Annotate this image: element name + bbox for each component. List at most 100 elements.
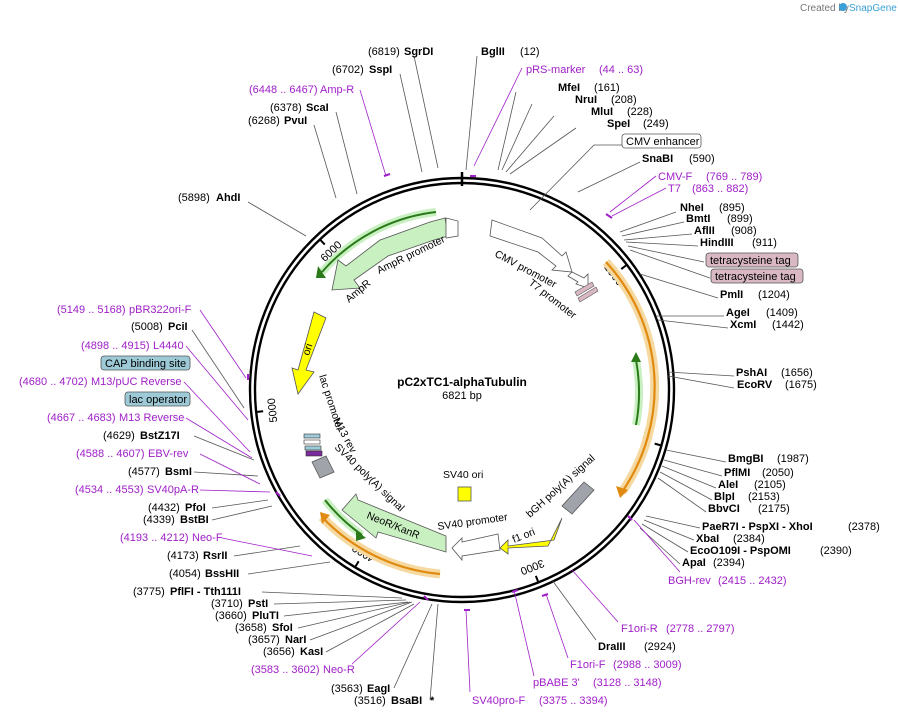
site-bsabi[interactable]: (3516)BsaBI*	[354, 695, 435, 707]
tetracysteine-tag-marker-1[interactable]	[574, 281, 595, 297]
boxed-feature-labels: CMV enhancer tetracysteine tag tetracyst…	[100, 133, 804, 407]
primer-cmv-f[interactable]: CMV-F(769 .. 789)	[658, 171, 762, 183]
sv40-polya-feature[interactable]	[311, 455, 335, 479]
site-kasi[interactable]: (3656)KasI	[263, 646, 323, 658]
site-paer7i[interactable]: PaeR7I - PspXI - XhoI(2378)	[702, 521, 880, 533]
primer-name: SV40pA-R	[147, 484, 199, 496]
site-pos: (3657)	[248, 634, 280, 646]
site-mfei[interactable]: MfeI(161)	[558, 82, 620, 94]
site-bsmi[interactable]: (4577)BsmI	[128, 466, 192, 478]
ori-feature-arrow[interactable]	[291, 311, 327, 395]
site-name: PstI	[248, 598, 268, 610]
feature-box-tetracysteine-tag-2[interactable]: tetracysteine tag	[710, 268, 804, 284]
site-pflmi[interactable]: PflMI(2050)	[724, 467, 794, 479]
tetracysteine-tag-marker-2[interactable]	[577, 286, 599, 303]
site-nari[interactable]: (3657) NarI	[248, 634, 306, 646]
site-nhei[interactable]: NheI(895)	[680, 202, 745, 214]
site-name: ApaI	[682, 557, 706, 569]
primer-pbr322ori-f[interactable]: (5149 .. 5168)pBR322ori-F	[57, 304, 192, 316]
site-spei[interactable]: SpeI(249)	[607, 118, 669, 130]
site-bstbi[interactable]: (4339)BstBI	[143, 514, 209, 526]
cmv-promoter-arrow[interactable]	[489, 219, 573, 273]
site-name: PshAI	[736, 367, 767, 379]
site-name: KasI	[300, 646, 323, 658]
site-bglii[interactable]: BglII(12)	[481, 46, 540, 58]
sv40-promoter-label: SV40 promoter	[437, 511, 509, 533]
bgh-polya-feature[interactable]	[561, 481, 595, 515]
site-rsrii[interactable]: (4173)RsrII	[167, 550, 227, 562]
sv40-ori-feature[interactable]	[457, 486, 472, 502]
neor-kanr-feature-arrow[interactable]	[341, 493, 447, 553]
site-ecorv[interactable]: EcoRV(1675)	[737, 379, 817, 391]
feature-box-cmv-enhancer[interactable]: CMV enhancer	[621, 133, 702, 149]
site-ahdi[interactable]: (5898)AhdI	[178, 192, 240, 204]
orf-arc-bottom-head	[320, 512, 330, 524]
primer-sv40pa-r[interactable]: (4534 .. 4553)SV40pA-R	[75, 484, 199, 496]
feature-box-lac-operator[interactable]: lac operator	[124, 391, 191, 407]
site-bmgbi[interactable]: BmgBI(1987)	[728, 453, 809, 465]
site-pos: (5008)	[131, 321, 163, 333]
site-pvui[interactable]: (6268)PvuI	[248, 115, 307, 127]
site-hindiii[interactable]: HindIII(911)	[700, 237, 777, 249]
site-snabi[interactable]: SnaBI(590)	[642, 153, 715, 165]
site-scai[interactable]: (6378)ScaI	[270, 102, 329, 114]
ampr-feature-arrow[interactable]	[331, 217, 449, 291]
site-psti[interactable]: (3710)PstI	[211, 598, 268, 610]
site-pflfi[interactable]: (3775)PflFI - Tth111I	[133, 586, 241, 598]
site-name: RsrII	[203, 550, 227, 562]
primer-f1ori-r[interactable]: F1ori-R(2778 .. 2797)	[621, 623, 735, 635]
site-pos: (1987)	[777, 453, 809, 465]
primer-ebv-rev[interactable]: (4588 .. 4607)EBV-rev	[76, 448, 189, 460]
primer-sv40pro-f[interactable]: SV40pro-F(3375 .. 3394)	[472, 695, 608, 707]
primer-range: (4667 .. 4683)	[47, 412, 116, 424]
primer-neo-r[interactable]: (3583 .. 3602)Neo-R	[251, 664, 355, 676]
site-name: BglII	[481, 46, 505, 58]
site-bstz17i[interactable]: (4629)BstZ17I	[103, 430, 180, 442]
primer-neo-f[interactable]: (4193 .. 4212)Neo-F	[120, 532, 223, 544]
primer-l4440[interactable]: (4898 .. 4915)L4440	[81, 340, 184, 352]
site-pluti[interactable]: (3660)PluTI	[215, 610, 279, 622]
site-bbvci[interactable]: BbvCI(2175)	[708, 503, 790, 515]
primer-pbabe-3[interactable]: pBABE 3'(3128 .. 3148)	[533, 677, 662, 689]
primer-t7[interactable]: T7(863 .. 882)	[668, 183, 748, 195]
primer-m13-puc-reverse[interactable]: (4680 .. 4702)M13/pUC Reverse	[19, 376, 181, 388]
site-bsshii[interactable]: (4054)BssHII	[169, 568, 239, 580]
site-pshai[interactable]: PshAI(1656)	[736, 367, 813, 379]
site-nrui[interactable]: NruI(208)	[575, 94, 637, 106]
site-pfoi[interactable]: (4432)PfoI	[148, 502, 206, 514]
primer-f1ori-f[interactable]: F1ori-F(2988 .. 3009)	[570, 659, 682, 671]
primer-bgh-rev[interactable]: BGH-rev(2415 .. 2432)	[668, 575, 787, 587]
site-sfoi[interactable]: (3658)SfoI	[235, 622, 293, 634]
site-ecoo109i[interactable]: EcoO109I - PspOMI(2390)	[690, 545, 852, 557]
site-pos: (3660)	[215, 610, 247, 622]
site-name: EcoRV	[737, 379, 773, 391]
primer-range: (769 .. 789)	[706, 171, 762, 183]
site-draiii[interactable]: DraIII(2924)	[598, 641, 676, 653]
site-mlui[interactable]: MluI(228)	[591, 106, 653, 118]
site-aflii[interactable]: AflII(908)	[694, 225, 757, 237]
site-eagi[interactable]: (3563)EagI	[331, 683, 390, 695]
primer-prs-marker[interactable]: pRS-marker(44 .. 63)	[526, 64, 643, 76]
primer-amp-r[interactable]: (6448 .. 6467)Amp-R	[249, 84, 354, 96]
sv40-promoter-arrow[interactable]	[451, 533, 501, 562]
primer-name: BGH-rev	[668, 575, 711, 587]
primer-m13-reverse[interactable]: (4667 .. 4683)M13 Reverse	[47, 412, 184, 424]
lac-operator-markers[interactable]	[303, 433, 323, 457]
site-sgrdi[interactable]: (6819)SgrDI	[368, 46, 433, 58]
site-apai[interactable]: ApaI(2394)	[682, 557, 745, 569]
feature-box-cap-binding-site[interactable]: CAP binding site	[100, 355, 191, 371]
orf-arc-top-left-head	[316, 266, 326, 278]
site-agei[interactable]: AgeI(1409)	[726, 307, 798, 319]
site-pcii[interactable]: (5008)PciI	[131, 321, 188, 333]
site-alei[interactable]: AleI(2105)	[718, 479, 786, 491]
site-xcmi[interactable]: XcmI(1442)	[730, 319, 804, 331]
site-sspi[interactable]: (6702)SspI	[332, 64, 392, 76]
site-pmli[interactable]: PmlI(1204)	[720, 289, 790, 301]
feature-box-tetracysteine-tag-1[interactable]: tetracysteine tag	[705, 252, 799, 268]
site-name: NarI	[285, 634, 306, 646]
site-blpi[interactable]: BlpI(2153)	[714, 491, 780, 503]
ampr-promoter-arrow[interactable]	[445, 217, 459, 239]
site-bmti[interactable]: BmtI(899)	[686, 213, 753, 225]
t7-promoter-arrow[interactable]	[567, 271, 589, 289]
site-xbai[interactable]: XbaI(2384)	[696, 533, 765, 545]
